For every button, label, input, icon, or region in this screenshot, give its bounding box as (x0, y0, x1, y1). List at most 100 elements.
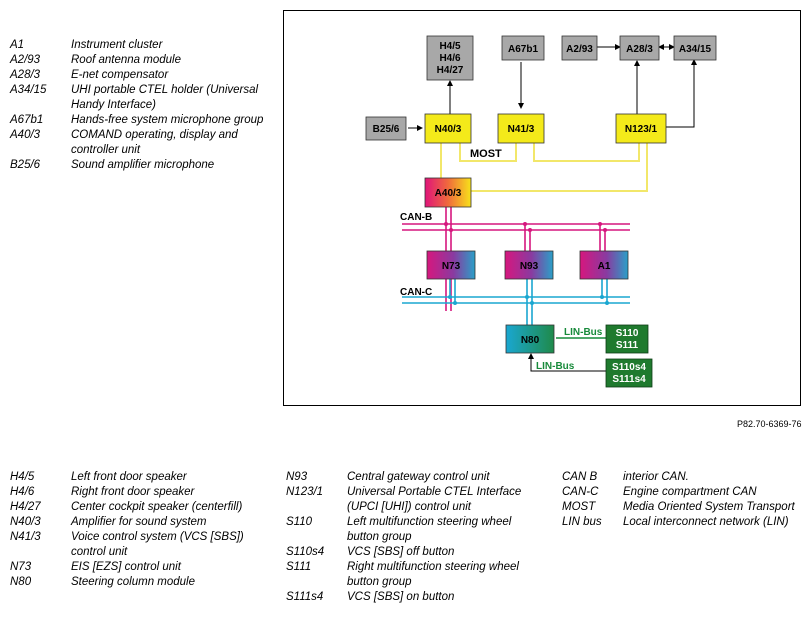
legend-description: Amplifier for sound system (71, 516, 207, 528)
svg-text:N80: N80 (521, 335, 540, 346)
legend-code: A34/15 (10, 84, 47, 96)
speaker-label-3: H4/27 (437, 65, 464, 76)
legend-description: Central gateway control unit (347, 471, 490, 483)
box-a2-93: A2/93 (561, 35, 598, 61)
svg-text:S110s4: S110s4 (612, 362, 646, 373)
legend-code: N41/3 (10, 531, 41, 543)
legend-description: VCS [SBS] off button (347, 546, 455, 558)
legend-entry: N93 Central gateway control unit (286, 470, 526, 485)
svg-text:A67b1: A67b1 (508, 44, 538, 55)
legend-code: CAN B (562, 471, 598, 483)
box-b25-6: B25/6 (365, 116, 407, 141)
svg-text:N123/1: N123/1 (625, 124, 658, 135)
legend-description: UHI portable CTEL holder (Universal Hand… (71, 84, 259, 111)
svg-text:A40/3: A40/3 (435, 188, 462, 199)
legend-description: Engine compartment CAN (623, 486, 757, 498)
legend-description: Local interconnect network (LIN) (623, 516, 789, 528)
legend-code: S111s4 (286, 591, 324, 603)
legend-description: Center cockpit speaker (centerfill) (71, 501, 243, 513)
can-c-bus-lines (402, 279, 630, 325)
most-bus-lines (440, 143, 648, 192)
legend-entry: H4/27 Center cockpit speaker (centerfill) (10, 500, 280, 515)
legend-bottom-3: CAN B interior CAN. CAN-C Engine compartmen… (562, 470, 802, 530)
legend-code: A28/3 (10, 69, 41, 81)
legend-code: H4/27 (10, 501, 41, 513)
speaker-label-1: H4/5 (439, 41, 461, 52)
legend-entry: A1 Instrument cluster (10, 38, 270, 53)
legend-entry: LIN bus Local interconnect network (LIN) (562, 515, 802, 530)
switch-box-s110s4-s111s4: S110s4 S111s4 (605, 358, 653, 388)
legend-code: CAN-C (562, 486, 599, 498)
legend-entry: A28/3 E-net compensator (10, 68, 270, 83)
legend-code: A67b1 (10, 114, 44, 126)
legend-code: H4/5 (10, 471, 35, 483)
legend-entry: MOST Media Oriented System Transport (562, 500, 802, 515)
svg-text:A34/15: A34/15 (679, 44, 712, 55)
legend-entry: A67b1 Hands-free system microphone group (10, 113, 270, 128)
can-b-label: CAN-B (400, 212, 432, 223)
legend-code: A40/3 (10, 129, 41, 141)
speakers-box: H4/5 H4/6 H4/27 (426, 35, 474, 81)
legend-description: Media Oriented System Transport (623, 501, 795, 513)
legend-entry: B25/6 Sound amplifier microphone (10, 158, 270, 173)
box-n40-3: N40/3 (424, 113, 472, 144)
lin-bus-label-1: LIN-Bus (564, 327, 603, 338)
legend-entry: A34/15 UHI portable CTEL holder (Universa… (10, 83, 270, 113)
box-n123-1: N123/1 (615, 113, 667, 144)
legend-description: E-net compensator (71, 69, 169, 81)
legend-entry: CAN-C Engine compartment CAN (562, 485, 802, 500)
svg-text:S111s4: S111s4 (612, 374, 646, 385)
box-n73: N73 (426, 250, 476, 280)
legend-description: Instrument cluster (71, 39, 163, 51)
svg-text:B25/6: B25/6 (373, 124, 400, 135)
legend-code: N123/1 (286, 486, 324, 498)
can-c-junctions (448, 295, 609, 305)
legend-code: S111 (286, 561, 312, 573)
most-label: MOST (470, 148, 502, 160)
legend-description: Roof antenna module (71, 54, 181, 66)
legend-entry: CAN B interior CAN. (562, 470, 802, 485)
legend-code: LIN bus (562, 516, 602, 528)
legend-description: Sound amplifier microphone (71, 159, 215, 171)
legend-description: interior CAN. (623, 471, 689, 483)
box-n93: N93 (504, 250, 554, 280)
wiring-diagram: H4/5 H4/6 H4/27 A67b1 A2/93 A28/3 A34/15… (283, 10, 801, 406)
box-a34-15: A34/15 (673, 35, 717, 61)
legend-code: MOST (562, 501, 596, 513)
legend-code: S110 (286, 516, 313, 528)
legend-code: A2/93 (10, 54, 41, 66)
legend-code: N93 (286, 471, 308, 483)
legend-description: COMAND operating, display and controller… (71, 129, 238, 156)
can-b-junctions (444, 222, 607, 232)
switch-box-s110-s111: S110 S111 (605, 324, 649, 354)
legend-description: Hands-free system microphone group (71, 114, 264, 126)
diagram-reference: P82.70-6369-76 (737, 419, 802, 429)
lin-bus-label-2: LIN-Bus (536, 361, 575, 372)
legend-entry: S111 Right multifunction steering wheel b… (286, 560, 526, 590)
legend-description: Right front door speaker (71, 486, 195, 498)
svg-text:N40/3: N40/3 (435, 124, 462, 135)
diagram-svg: H4/5 H4/6 H4/27 A67b1 A2/93 A28/3 A34/15… (365, 35, 717, 388)
box-n80: N80 (505, 324, 555, 354)
legend-description: Universal Portable CTEL Interface (UPCI … (347, 486, 522, 513)
legend-code: A1 (10, 39, 25, 51)
legend-description: Steering column module (71, 576, 196, 588)
svg-text:A1: A1 (598, 261, 611, 272)
legend-code: B25/6 (10, 159, 41, 171)
legend-entry: A40/3 COMAND operating, display and contr… (10, 128, 270, 158)
legend-code: N80 (10, 576, 32, 588)
can-c-label: CAN-C (400, 287, 432, 298)
svg-text:S111: S111 (616, 340, 639, 351)
legend-code: N40/3 (10, 516, 41, 528)
legend-description: Right multifunction steering wheel butto… (347, 561, 519, 588)
legend-entry: A2/93 Roof antenna module (10, 53, 270, 68)
svg-text:A2/93: A2/93 (566, 44, 593, 55)
